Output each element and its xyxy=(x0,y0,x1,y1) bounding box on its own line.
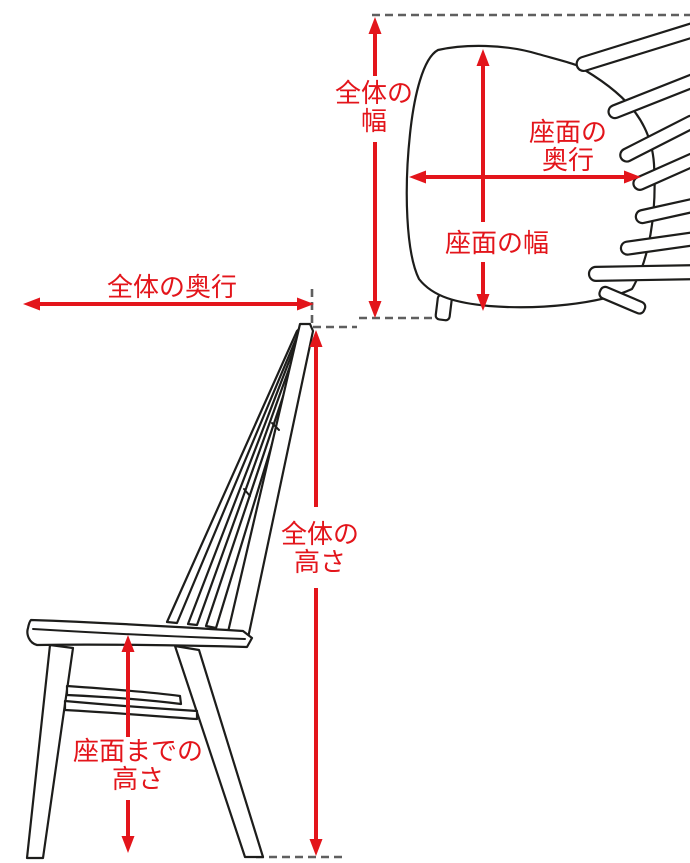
spindle-4 xyxy=(632,152,690,191)
label-seat-depth-line1: 座面の xyxy=(528,118,607,148)
label-overall-depth-line1: 全体の奥行 xyxy=(106,273,237,303)
label-seat-width: 座面の幅 xyxy=(427,230,567,258)
label-seat-height-line2: 高さ xyxy=(111,765,164,795)
label-overall-width-line1: 全体の xyxy=(334,79,413,109)
label-seat-height-line1: 座面までの xyxy=(72,737,203,767)
arrow-seat-depth xyxy=(409,170,641,184)
side-view-back-leg xyxy=(173,644,265,859)
guide-lines xyxy=(256,13,690,859)
arrow-seat-width xyxy=(476,49,490,311)
side-view-backrest xyxy=(165,322,315,640)
spindle-1 xyxy=(575,20,690,73)
back-post xyxy=(226,322,315,640)
spindle-joint-tick-1 xyxy=(271,422,280,431)
label-overall-width-line2: 幅 xyxy=(360,107,387,137)
arrow-overall-width xyxy=(368,17,382,318)
spindle-joint-tick-2 xyxy=(243,488,251,497)
side-view xyxy=(25,322,315,860)
spindle-5 xyxy=(634,197,690,225)
label-overall-height: 全体の 高さ xyxy=(250,521,390,577)
label-seat-width-line1: 座面の幅 xyxy=(444,229,549,259)
top-view-rear-leg xyxy=(598,285,647,315)
label-overall-width: 全体の 幅 xyxy=(304,80,444,136)
spindle-7 xyxy=(587,264,690,282)
arrow-overall-depth xyxy=(23,297,314,311)
stretcher-upper xyxy=(65,684,183,706)
top-view-spindles xyxy=(575,20,690,282)
arrow-overall-height xyxy=(309,330,323,856)
stretcher-lower xyxy=(63,699,199,721)
label-seat-depth-line2: 奥行 xyxy=(541,146,594,176)
spindle-2 xyxy=(607,71,690,120)
label-overall-height-line2: 高さ xyxy=(293,548,346,578)
seat-edge-line xyxy=(32,628,246,640)
label-seat-depth: 座面の 奥行 xyxy=(498,119,638,175)
side-view-front-leg xyxy=(25,643,75,860)
label-overall-height-line1: 全体の xyxy=(280,520,359,550)
label-seat-height: 座面までの 高さ xyxy=(53,738,223,794)
label-overall-depth: 全体の奥行 xyxy=(102,274,242,302)
arrow-seat-height xyxy=(121,635,135,853)
spindle-3 xyxy=(619,114,690,163)
spindle-6 xyxy=(619,230,690,256)
